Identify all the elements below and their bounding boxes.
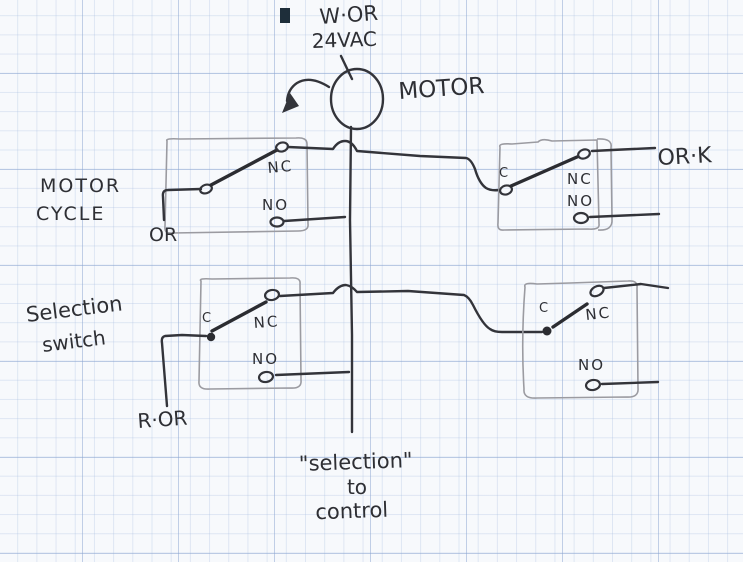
nc-wire-to-right-switch xyxy=(286,139,501,192)
no-wire-to-center xyxy=(274,370,351,377)
switch-outline xyxy=(164,137,309,234)
caption-line1: "selection" xyxy=(299,448,413,476)
switch-outline xyxy=(521,280,639,399)
no-label: NO xyxy=(578,356,605,374)
supply-wire xyxy=(339,54,354,81)
no-contact xyxy=(269,216,285,228)
scan-mark xyxy=(280,8,290,23)
no-wire-to-center xyxy=(282,215,347,223)
nc-label: NC xyxy=(585,303,612,324)
switch-box-lower-left: C NC NO R·OR xyxy=(137,277,544,433)
caption-line3: control xyxy=(315,498,389,525)
no-label: NO xyxy=(252,350,279,368)
nc-contact xyxy=(263,288,281,302)
motor-cycle-label-line2: CYCLE xyxy=(36,203,105,225)
bottom-caption: "selection" to control xyxy=(299,448,413,524)
common-contact xyxy=(199,183,213,195)
or-k-wire-label: OR·K xyxy=(657,143,713,171)
switch-box-upper-right: C NC NO OR·K xyxy=(497,138,713,231)
r-or-wire-label: R·OR xyxy=(137,406,189,433)
supply-label-line2: 24VAC xyxy=(311,27,377,53)
selection-switch-label-line2: switch xyxy=(41,325,107,357)
common-contact xyxy=(206,332,216,342)
switch-arm xyxy=(551,302,589,329)
no-contact xyxy=(257,370,275,384)
common-label: C xyxy=(539,301,548,316)
common-contact xyxy=(542,326,552,336)
switch-box-upper-left: NC NO OR xyxy=(149,137,501,246)
nc-label: NC xyxy=(567,170,593,188)
no-contact xyxy=(572,211,590,225)
common-label: C xyxy=(202,311,211,326)
switch-arm xyxy=(210,300,268,333)
center-wire xyxy=(348,125,354,434)
common-contact xyxy=(498,184,514,196)
no-label: NO xyxy=(262,196,289,214)
no-wire-out xyxy=(588,212,661,219)
arrowhead-icon xyxy=(282,93,299,113)
switch-outline-bracket xyxy=(596,138,613,231)
nc-wire-out xyxy=(590,146,657,153)
switch-arm xyxy=(509,155,579,188)
no-contact xyxy=(584,378,602,392)
nc-contact xyxy=(589,284,605,298)
motor-cycle-label-line1: MOTOR xyxy=(40,175,121,197)
selection-switch-label-line1: Selection xyxy=(25,291,124,327)
arrow-curve xyxy=(285,78,331,103)
common-wire xyxy=(160,333,208,408)
supply-label-line1: W·OR xyxy=(319,1,379,29)
nc-wire-to-right-switch xyxy=(278,283,544,334)
motor-circle xyxy=(329,67,385,131)
switch-outline xyxy=(497,138,600,231)
switch-arm xyxy=(209,148,279,187)
nc-label: NC xyxy=(267,157,294,177)
nc-contact xyxy=(274,141,290,153)
switch-box-lower-right: C NC NO xyxy=(521,280,670,399)
no-label: NO xyxy=(567,192,594,210)
nc-contact xyxy=(577,148,591,160)
nc-label: NC xyxy=(253,312,280,332)
caption-line2: to xyxy=(347,475,367,499)
or-wire-label: OR xyxy=(149,224,177,246)
motor-label: MOTOR xyxy=(398,73,486,105)
no-wire-out xyxy=(600,380,660,386)
common-wire xyxy=(161,187,203,222)
common-label: C xyxy=(499,166,508,181)
switch-outline xyxy=(198,277,302,390)
nc-wire-out xyxy=(602,282,670,290)
